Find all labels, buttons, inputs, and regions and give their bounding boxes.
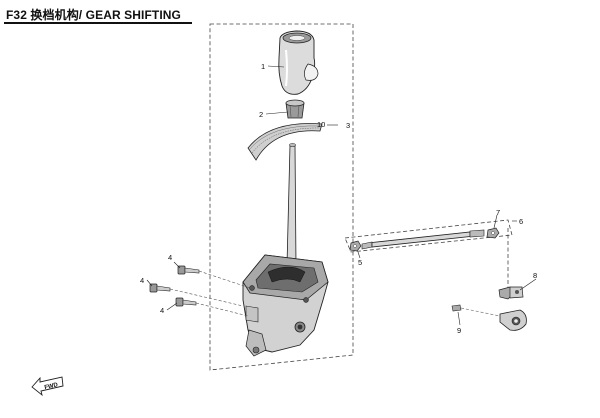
mounting-bolt-middle [149,283,171,293]
shift-knob [278,30,319,95]
callout-7: 7 [496,208,500,217]
mounting-bolt-lower [175,297,197,307]
ball-joint-rod-end [498,286,524,300]
diagram-header: F32 换档机构/ GEAR SHIFTING [6,4,181,24]
shifter-base-housing [242,254,329,357]
diagram-title: F32 换档机构/ GEAR SHIFTING [6,7,181,22]
bolt-alignment-lines [169,270,251,317]
callout-4-middle: 4 [140,276,144,285]
shift-arm [451,304,527,331]
fwd-label: FWD [44,382,59,391]
callout-6: 6 [519,217,523,226]
shift-linkage-rod [361,229,485,250]
leader-lines [146,65,537,326]
linkage-nut-left [349,240,362,252]
callout-2: 2 [259,110,263,119]
linkage-nut-right [486,227,500,239]
forward-direction-arrow: FWD [31,376,64,397]
mounting-bolt-upper [177,265,200,275]
callout-9: 9 [457,326,461,335]
linkage-assembly-frame [344,219,513,253]
knob-lock-nut [285,99,305,119]
callout-5: 5 [358,258,362,267]
callout-1: 1 [261,62,265,71]
callout-10: 10 [317,120,325,129]
shift-gate-cover [247,123,323,161]
callout-3: 3 [346,121,350,130]
title-underline [4,22,192,24]
shift-lever-rod [286,143,297,266]
callout-4-upper: 4 [168,253,172,262]
callout-8: 8 [533,271,537,280]
callout-4-lower: 4 [160,306,164,315]
